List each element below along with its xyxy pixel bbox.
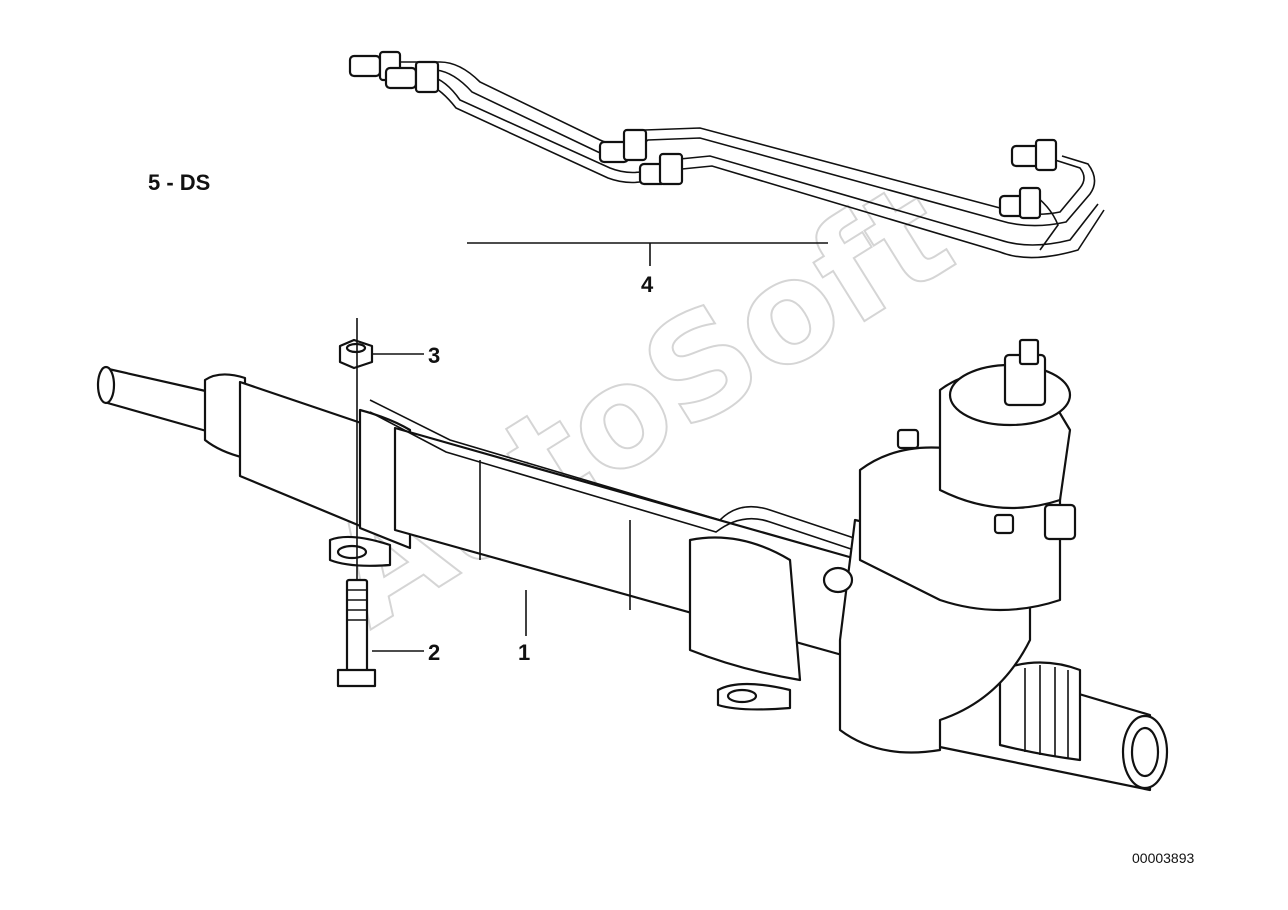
callout-2: 2 <box>428 640 440 665</box>
callout-4-bracket <box>467 242 828 266</box>
nut[interactable] <box>338 338 374 370</box>
callout-4: 4 <box>641 272 654 297</box>
callout-3: 3 <box>428 343 440 368</box>
variant-label: 5 - DS <box>148 170 210 195</box>
leader-lines <box>372 353 527 652</box>
steering-rack[interactable] <box>96 338 1169 792</box>
hydraulic-lines[interactable] <box>348 50 1105 259</box>
image-code: 00003893 <box>1132 850 1195 866</box>
callout-1: 1 <box>518 640 530 665</box>
